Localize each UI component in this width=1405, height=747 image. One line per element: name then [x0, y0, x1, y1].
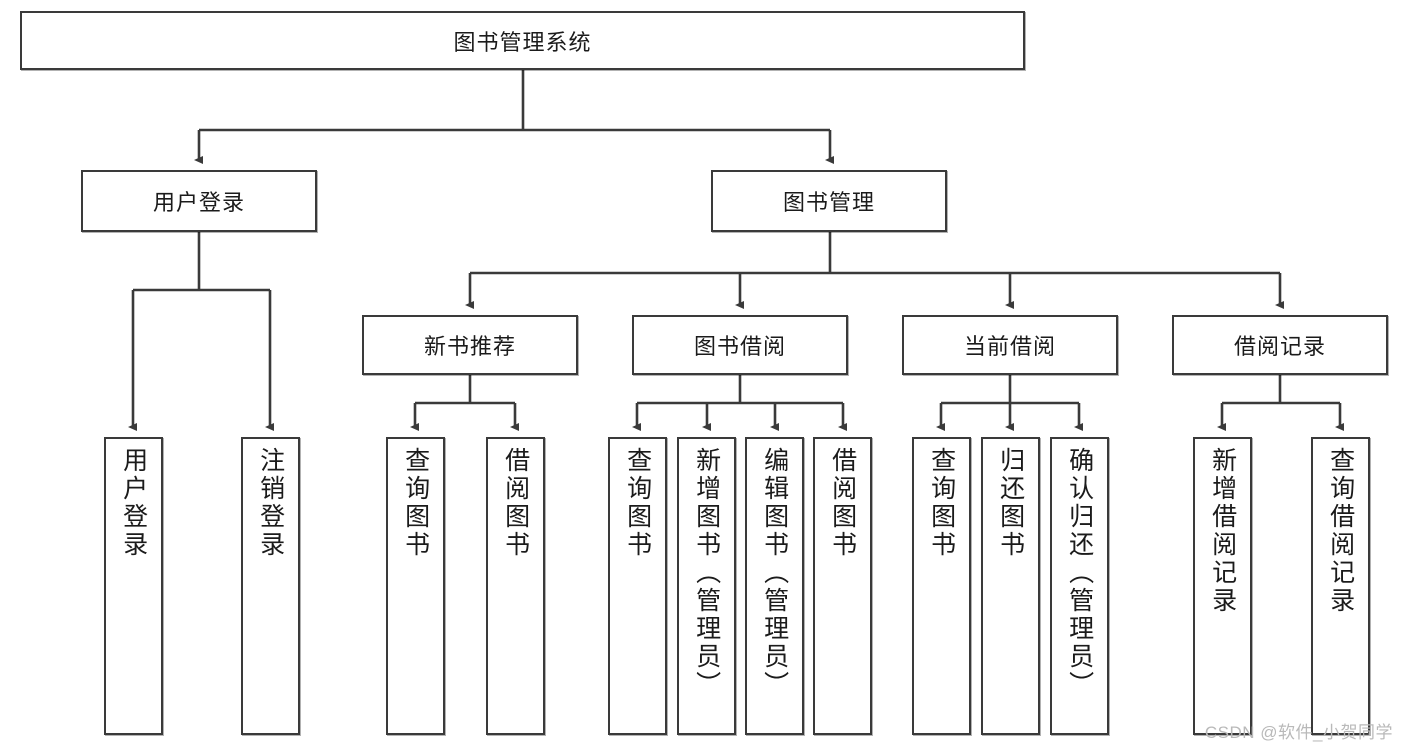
node-leaf-user-login[interactable]: 用户登录 [104, 437, 163, 735]
watermark-text: CSDN @软件_小贺同学 [1204, 723, 1393, 742]
node-leaf-query-book-2[interactable]: 查询图书 [608, 437, 667, 735]
node-leaf-edit-book[interactable]: 编辑图书（管理员） [745, 437, 804, 735]
node-leaf-user-login-label: 用户登录 [119, 447, 148, 559]
node-leaf-add-record[interactable]: 新增借阅记录 [1193, 437, 1252, 735]
node-leaf-logout-login-label: 注销登录 [256, 447, 285, 559]
node-borrow-record[interactable]: 借阅记录 [1172, 315, 1388, 375]
node-book-management-label: 图书管理 [782, 190, 875, 215]
node-leaf-query-record[interactable]: 查询借阅记录 [1311, 437, 1370, 735]
node-user-login-label: 用户登录 [152, 190, 245, 215]
node-leaf-query-book-3[interactable]: 查询图书 [912, 437, 971, 735]
node-leaf-return-book-label: 归还图书 [996, 447, 1025, 559]
node-leaf-query-book-1[interactable]: 查询图书 [386, 437, 445, 735]
node-book-borrow[interactable]: 图书借阅 [632, 315, 848, 375]
node-leaf-return-book[interactable]: 归还图书 [981, 437, 1040, 735]
node-new-book-recommend-label: 新书推荐 [423, 334, 516, 359]
node-current-borrow[interactable]: 当前借阅 [902, 315, 1118, 375]
node-leaf-add-record-label: 新增借阅记录 [1208, 447, 1237, 615]
node-leaf-logout-login[interactable]: 注销登录 [241, 437, 300, 735]
node-book-borrow-label: 图书借阅 [693, 334, 786, 359]
node-leaf-borrow-book-2[interactable]: 借阅图书 [813, 437, 872, 735]
node-new-book-recommend[interactable]: 新书推荐 [362, 315, 578, 375]
node-borrow-record-label: 借阅记录 [1233, 334, 1326, 359]
node-leaf-borrow-book-1-label: 借阅图书 [501, 447, 530, 559]
node-user-login[interactable]: 用户登录 [81, 170, 317, 232]
node-leaf-confirm-return[interactable]: 确认归还（管理员） [1050, 437, 1109, 735]
node-current-borrow-label: 当前借阅 [963, 334, 1056, 359]
node-leaf-add-book[interactable]: 新增图书（管理员） [677, 437, 736, 735]
node-leaf-borrow-book-1[interactable]: 借阅图书 [486, 437, 545, 735]
node-leaf-query-record-label: 查询借阅记录 [1326, 447, 1355, 615]
node-leaf-query-book-3-label: 查询图书 [927, 447, 956, 559]
node-leaf-borrow-book-2-label: 借阅图书 [828, 447, 857, 559]
node-leaf-confirm-return-label: 确认归还（管理员） [1065, 447, 1094, 699]
node-root[interactable]: 图书管理系统 [20, 11, 1025, 70]
node-leaf-add-book-label: 新增图书（管理员） [692, 447, 721, 699]
node-leaf-query-book-2-label: 查询图书 [623, 447, 652, 559]
node-book-management[interactable]: 图书管理 [711, 170, 947, 232]
node-root-label: 图书管理系统 [453, 29, 592, 55]
node-leaf-edit-book-label: 编辑图书（管理员） [760, 447, 789, 699]
node-leaf-query-book-1-label: 查询图书 [401, 447, 430, 559]
